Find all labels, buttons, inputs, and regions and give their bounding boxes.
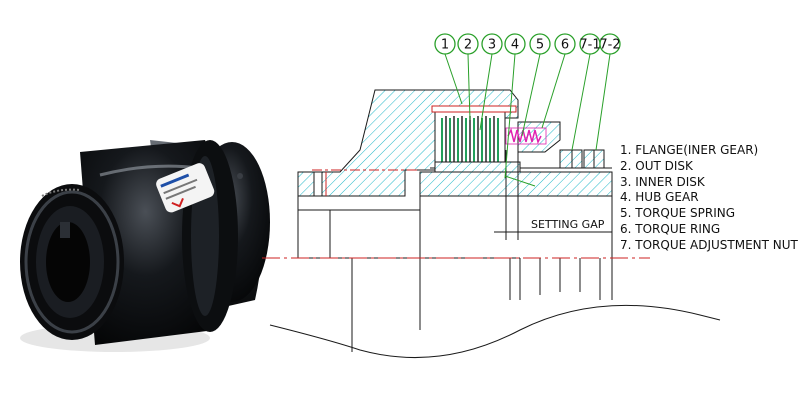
parts-legend: 1. FLANGE(INER GEAR) 2. OUT DISK 3. INNE… <box>620 143 798 254</box>
legend-item-out-disk: 2. OUT DISK <box>620 158 693 173</box>
legend-item-adjustment-nut: 7. TORQUE ADJUSTMENT NUT <box>620 237 798 252</box>
torque-ring-section <box>517 121 561 153</box>
callout-number-7-1: 7-1 <box>579 38 600 53</box>
coupling-photo <box>20 140 270 352</box>
callout-number-3: 3 <box>488 38 496 53</box>
callout-leader-7-1 <box>571 53 591 151</box>
callout-balloon-2 <box>457 33 479 55</box>
callout-number-1: 1 <box>441 38 449 53</box>
callout-leader-5 <box>521 53 541 137</box>
setting-gap-label: SETTING GAP <box>531 218 605 231</box>
bottom-contour <box>269 304 721 359</box>
callout-number-7-2: 7-2 <box>599 38 620 53</box>
callout-balloon-3 <box>481 33 503 55</box>
callout-leader-1 <box>444 53 463 105</box>
torque-spring <box>505 127 547 145</box>
cross-section-drawing <box>262 89 721 359</box>
callout-leader-2 <box>467 53 471 121</box>
disk-pack <box>431 105 517 171</box>
legend-item-flange: 1. FLANGE(INER GEAR) <box>620 143 759 157</box>
callout-balloon-6 <box>554 33 576 55</box>
callout-number-5: 5 <box>536 38 544 53</box>
callout-balloon-7-2 <box>599 33 621 55</box>
callout-number-6: 6 <box>561 38 569 53</box>
legend-item-torque-spring: 5. TORQUE SPRING <box>620 206 736 221</box>
legend-item-torque-ring: 6. TORQUE RING <box>620 221 721 236</box>
callout-number-4: 4 <box>511 38 519 53</box>
callout-leader-7-2 <box>595 53 611 151</box>
callout-balloon-4 <box>504 33 526 55</box>
callout-leader-4 <box>504 53 516 179</box>
callout-number-2: 2 <box>464 38 472 53</box>
adjustment-nut-1 <box>559 149 583 169</box>
callout-leader-6 <box>541 53 566 129</box>
callout-balloon-1 <box>434 33 456 55</box>
hub-gear-section <box>419 171 613 197</box>
legend-item-hub-gear: 4. HUB GEAR <box>620 190 699 205</box>
callout-balloon-5 <box>529 33 551 55</box>
callout-leader-3 <box>479 53 493 131</box>
legend-item-inner-disk: 3. INNER DISK <box>620 174 705 189</box>
